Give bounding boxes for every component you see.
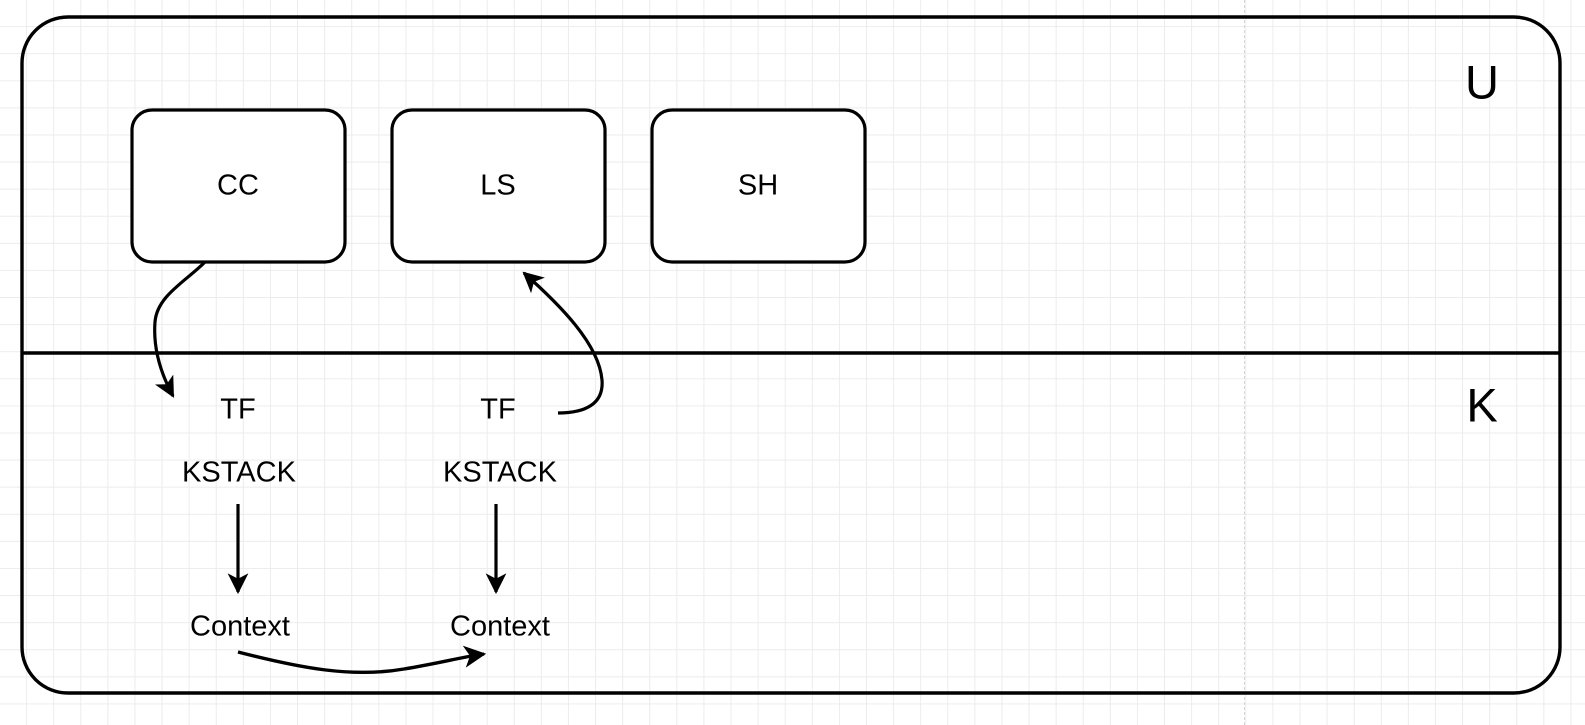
region-label-kernel: K [1466, 378, 1498, 432]
kernel-node-context-left: Context [190, 610, 290, 643]
vertical-guide-line [1244, 0, 1245, 725]
box-ls[interactable] [390, 108, 607, 264]
outer-container-boundary [20, 15, 1562, 695]
box-label-sh: SH [737, 169, 779, 202]
box-cc[interactable] [130, 108, 347, 264]
edge-tf-right-to-ls [522, 271, 604, 415]
box-sh[interactable] [650, 108, 867, 264]
kernel-node-tf-right: TF [480, 393, 516, 426]
kernel-node-context-right: Context [450, 610, 550, 643]
kernel-node-tf-left: TF [220, 393, 256, 426]
edge-cc-to-tf-left [153, 260, 207, 398]
region-label-user: U [1465, 55, 1499, 109]
kernel-node-kstack-left: KSTACK [182, 456, 296, 489]
kernel-node-kstack-right: KSTACK [443, 456, 557, 489]
box-label-ls: LS [480, 169, 516, 202]
box-label-cc: CC [217, 169, 259, 202]
edge-context-left-to-context-right [237, 645, 487, 675]
